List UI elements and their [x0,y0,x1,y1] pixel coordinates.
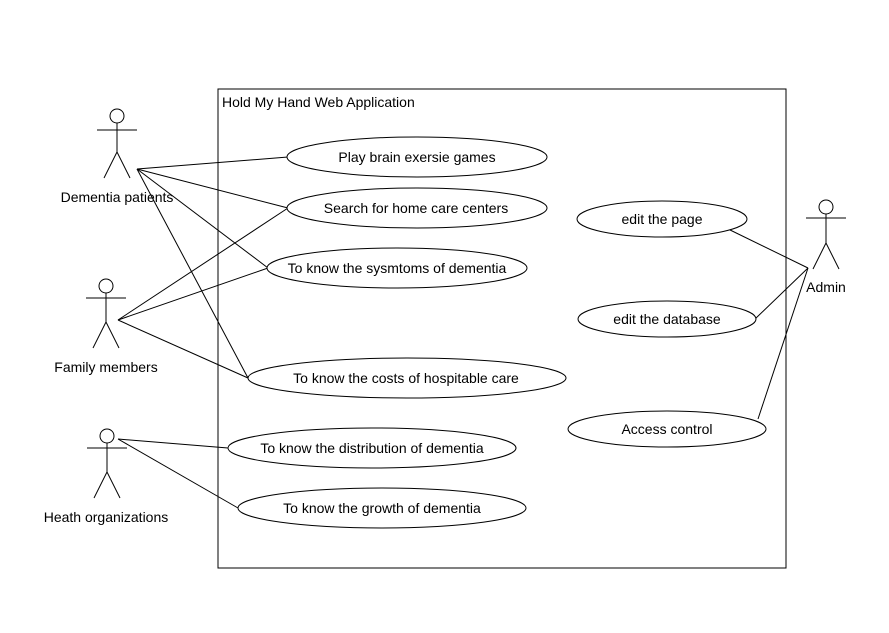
assoc-health-growth [117,438,239,509]
assoc-family-symptoms [117,267,269,321]
actor-label: Admin [806,279,846,295]
actor-family-members[interactable]: Family members [54,278,158,375]
use-case-label: Access control [621,421,712,437]
use-case-know-growth[interactable]: To know the growth of dementia [237,487,527,529]
assoc-patients-costs [136,168,249,379]
stick-figure-icon [806,199,846,270]
use-case-edit-database[interactable]: edit the database [577,300,757,338]
assoc-health-distribution [117,438,229,449]
system-title: Hold My Hand Web Application [222,94,415,110]
actor-dementia-patients[interactable]: Dementia patients [61,108,174,205]
actor-health-organizations[interactable]: Heath organizations [44,428,169,525]
assoc-patients-symptoms [136,168,269,269]
use-case-label: To know the distribution of dementia [260,440,484,456]
use-case-know-distribution[interactable]: To know the distribution of dementia [227,427,517,469]
use-case-play-games[interactable]: Play brain exersie games [286,136,548,178]
actor-admin[interactable]: Admin [806,199,846,295]
actor-label: Heath organizations [44,509,169,525]
use-case-know-costs[interactable]: To know the costs of hospitable care [247,357,567,399]
stick-figure-icon [87,428,127,499]
stick-figure-icon [86,278,126,349]
assoc-admin-editpage [725,227,809,269]
use-case-label: edit the page [622,211,703,227]
assoc-patients-games [136,156,289,170]
use-case-label: To know the growth of dementia [283,500,481,516]
assoc-family-costs [117,319,249,379]
use-case-search-centers[interactable]: Search for home care centers [286,187,548,229]
use-case-access-control[interactable]: Access control [567,410,767,448]
assoc-family-search [117,207,289,321]
use-case-edit-page[interactable]: edit the page [576,200,748,238]
use-case-label: Search for home care centers [324,200,508,216]
assoc-admin-editdb [754,267,809,320]
assoc-patients-search [136,168,289,209]
use-case-label: Play brain exersie games [338,149,495,165]
stick-figure-icon [97,108,137,179]
associations [117,156,809,509]
use-case-label: To know the costs of hospitable care [293,370,519,386]
actor-label: Family members [54,359,157,375]
actor-label: Dementia patients [61,189,174,205]
use-case-know-symptoms[interactable]: To know the sysmtoms of dementia [266,247,528,289]
assoc-admin-access [757,267,809,420]
use-case-label: To know the sysmtoms of dementia [288,260,507,276]
use-case-label: edit the database [613,311,721,327]
